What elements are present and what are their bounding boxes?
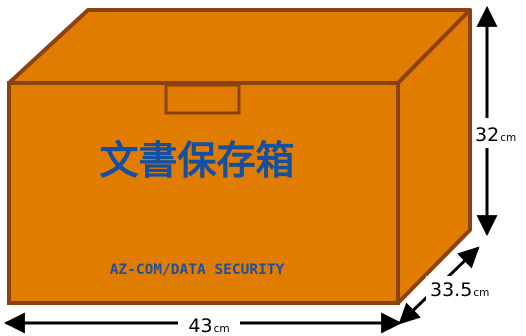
depth-label: 33.5cm: [430, 279, 489, 301]
height-value: 32: [475, 124, 499, 146]
depth-value: 33.5: [430, 279, 472, 301]
box-top-face: [7, 8, 472, 85]
width-unit: cm: [214, 323, 230, 335]
depth-unit: cm: [473, 287, 489, 299]
width-value: 43: [188, 315, 212, 336]
height-label: 32cm: [475, 124, 516, 146]
box-front-face: [7, 81, 400, 305]
box-subtitle: AZ-COM/DATA SECURITY: [110, 262, 285, 278]
width-label: 43cm: [188, 315, 229, 336]
height-unit: cm: [500, 132, 516, 144]
box-lid-tab: [164, 83, 241, 115]
box-title: 文書保存箱: [99, 139, 294, 184]
